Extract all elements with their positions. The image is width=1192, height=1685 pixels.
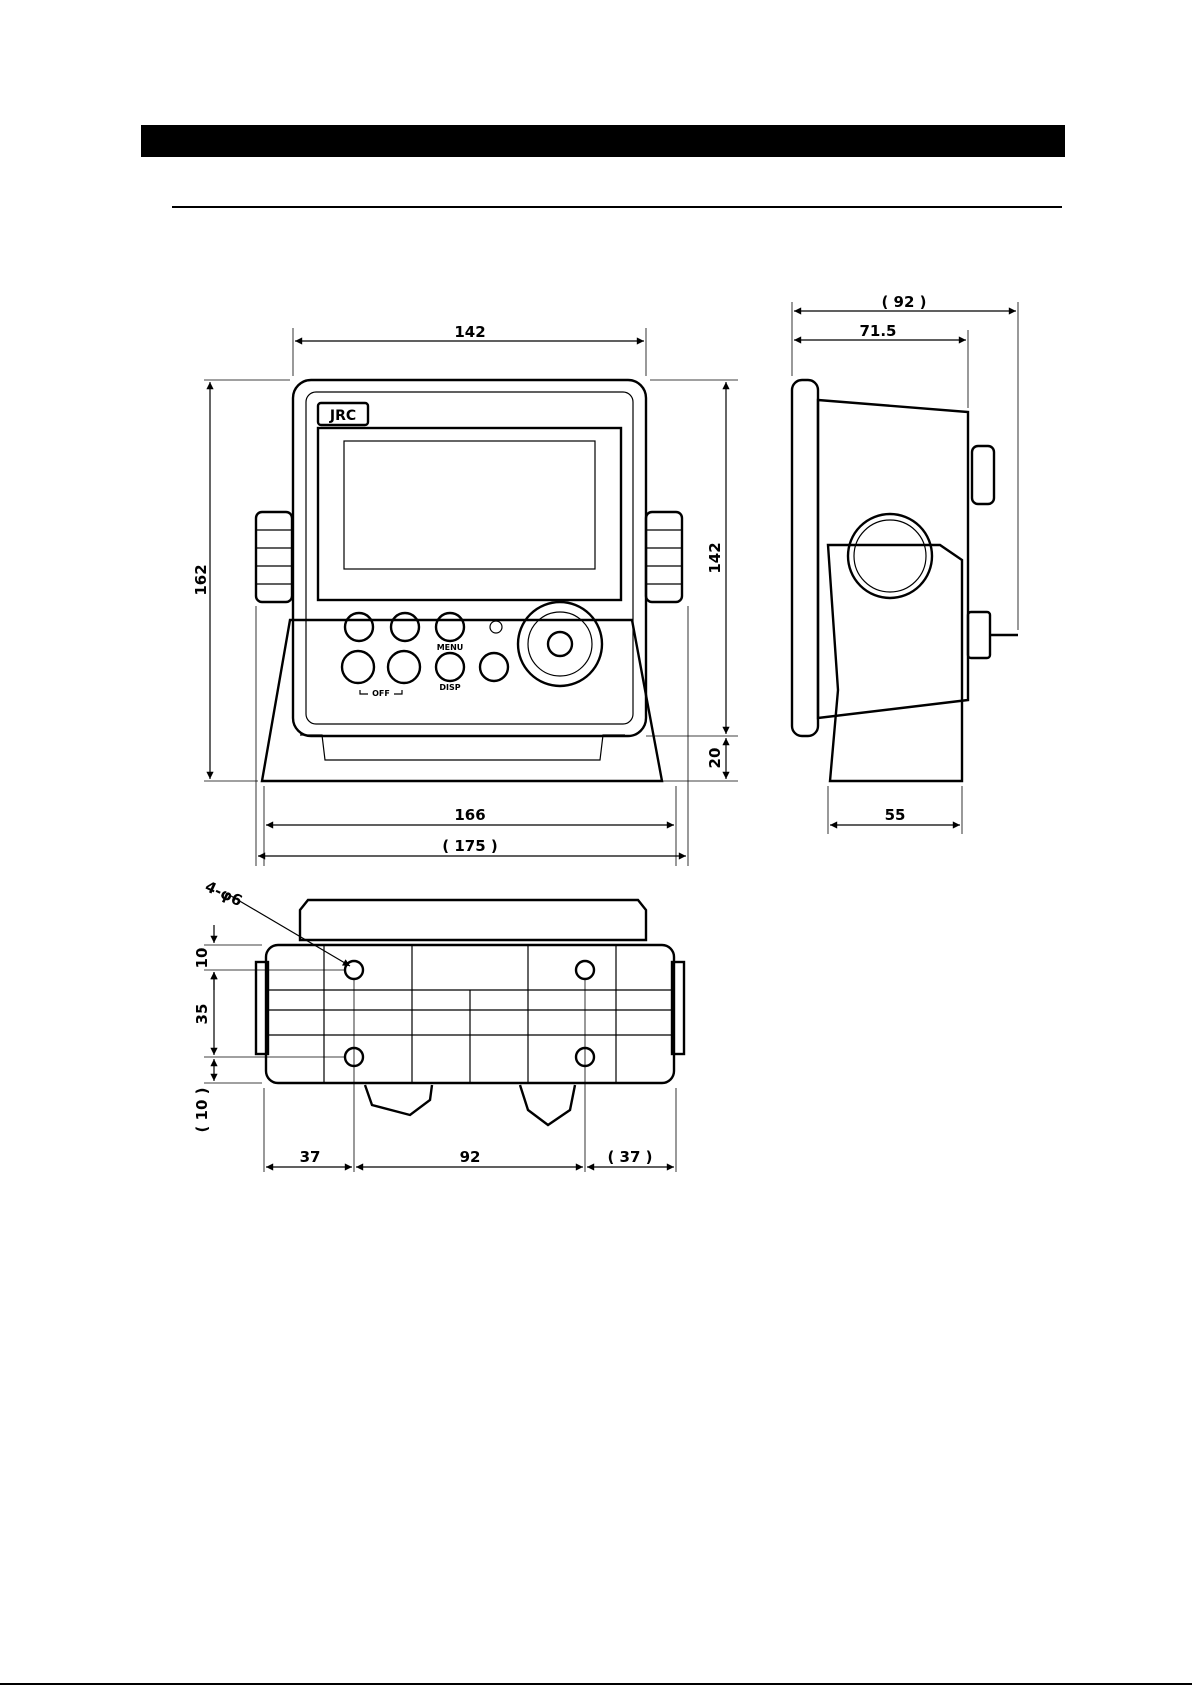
rear-connector-bottom bbox=[968, 612, 990, 658]
right-knob bbox=[646, 512, 682, 602]
jrc-logo-text: JRC bbox=[329, 408, 356, 424]
hole-callout-leader bbox=[226, 893, 350, 966]
lcd-frame bbox=[318, 428, 621, 600]
dim-base-width: 166 bbox=[454, 806, 485, 824]
dim-front-height: 162 bbox=[192, 564, 210, 595]
dim-top-offset: 10 bbox=[193, 948, 211, 969]
front-bezel bbox=[306, 392, 633, 724]
dim-hole-pitch-h: 92 bbox=[460, 1148, 481, 1166]
key-6 bbox=[480, 653, 508, 681]
rotary-knob-inner bbox=[528, 612, 592, 676]
dim-front-width: 142 bbox=[454, 323, 485, 341]
dim-overall-width: ( 175 ) bbox=[442, 837, 497, 855]
disp-key bbox=[436, 653, 464, 681]
power-key-left bbox=[342, 651, 374, 683]
dim-side-base: 55 bbox=[885, 806, 906, 824]
rotary-knob-center bbox=[548, 632, 572, 656]
rear-connector-top bbox=[972, 446, 994, 504]
dim-bottom-offset: ( 10 ) bbox=[193, 1087, 211, 1132]
bottom-front-panel bbox=[300, 900, 646, 940]
power-key-right bbox=[388, 651, 420, 683]
key-2 bbox=[391, 613, 419, 641]
side-base-stand bbox=[828, 545, 962, 781]
side-body bbox=[818, 400, 968, 718]
side-knob bbox=[848, 514, 932, 598]
menu-key bbox=[436, 613, 464, 641]
bottom-view: 4-φ6 10 35 ( 10 ) 37 92 ( 37 ) bbox=[193, 877, 684, 1172]
side-view: ( 92 ) 71.5 55 bbox=[792, 293, 1018, 834]
indicator-icon bbox=[490, 621, 502, 633]
dim-right-offset: ( 37 ) bbox=[607, 1148, 652, 1166]
key-1 bbox=[345, 613, 373, 641]
front-base-foot bbox=[300, 735, 625, 760]
bottom-connector-right bbox=[520, 1085, 575, 1125]
dim-side-overall: ( 92 ) bbox=[881, 293, 926, 311]
dim-front-body-height: 142 bbox=[706, 542, 724, 573]
side-knob-inner bbox=[854, 520, 926, 592]
off-label: OFF bbox=[372, 689, 390, 698]
dim-hole-pitch-v: 35 bbox=[193, 1004, 211, 1025]
front-body bbox=[293, 380, 646, 736]
front-view: JRC MENU DISP OFF 142 bbox=[192, 323, 738, 866]
left-knob bbox=[256, 512, 292, 602]
bottom-ribs bbox=[266, 945, 674, 1083]
bottom-connector-left bbox=[365, 1085, 432, 1115]
knob-ribs bbox=[256, 530, 682, 584]
disp-label: DISP bbox=[439, 683, 460, 692]
hole-spec-label: 4-φ6 bbox=[202, 877, 245, 910]
dim-side-body: 71.5 bbox=[859, 322, 896, 340]
mount-hole-tr bbox=[576, 961, 594, 979]
lcd-screen bbox=[344, 441, 595, 569]
rotary-knob bbox=[518, 602, 602, 686]
side-front-panel bbox=[792, 380, 818, 736]
menu-label: MENU bbox=[437, 643, 464, 652]
mount-hole-tl bbox=[345, 961, 363, 979]
dim-base-height: 20 bbox=[706, 748, 724, 769]
dim-left-offset: 37 bbox=[300, 1148, 321, 1166]
